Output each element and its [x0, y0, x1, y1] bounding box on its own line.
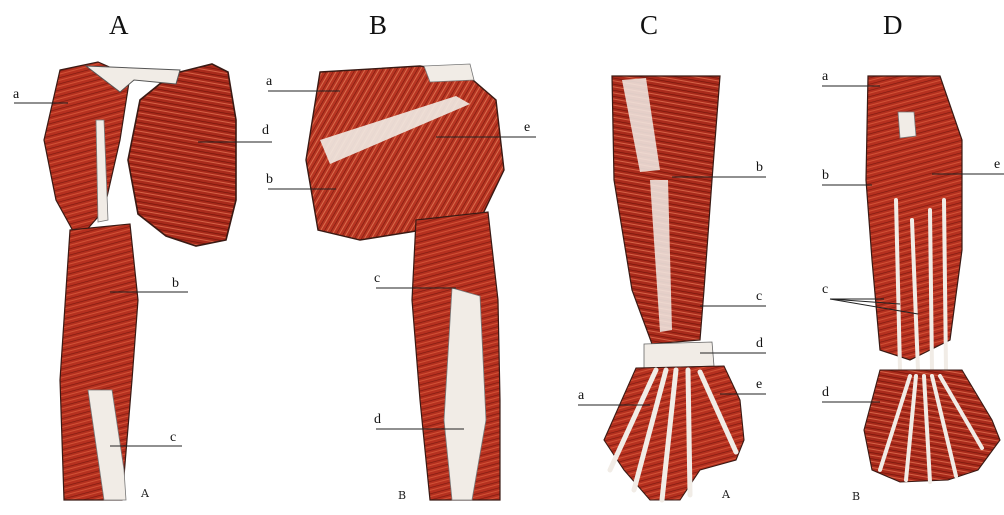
panel-d-sublabel: B — [852, 490, 860, 503]
panel-d-label-c: c — [822, 283, 828, 297]
panel-c-sublabel: A — [722, 488, 730, 501]
panel-d-label-a: a — [822, 70, 828, 84]
panel-b-label-b: b — [266, 173, 273, 187]
panel-c-label-e: e — [756, 378, 762, 392]
panel-a-label-b: b — [172, 277, 179, 291]
panel-c-label-a: a — [578, 389, 584, 403]
panel-b-label-d: d — [374, 413, 381, 427]
panel-a-sublabel: A — [141, 487, 149, 500]
panel-a-label-c: c — [170, 431, 176, 445]
panel-a-label-a: a — [13, 88, 19, 102]
panel-d-illustration — [864, 76, 1000, 482]
panel-c-label-d: d — [756, 337, 763, 351]
panel-d-label-e: e — [994, 158, 1000, 172]
panel-d-label-d: d — [822, 386, 829, 400]
panel-a-label-d: d — [262, 124, 269, 138]
panel-a-illustration — [44, 62, 236, 500]
panel-b-label-a: a — [266, 75, 272, 89]
panel-c-label-c: c — [756, 290, 762, 304]
panel-c-illustration — [604, 76, 744, 500]
panel-c-label-b: b — [756, 161, 763, 175]
panel-b-illustration — [306, 64, 504, 500]
panel-b-sublabel: B — [398, 489, 406, 502]
panel-d-label-b: b — [822, 169, 829, 183]
panel-b-label-c: c — [374, 272, 380, 286]
panel-b-label-e: e — [524, 121, 530, 135]
